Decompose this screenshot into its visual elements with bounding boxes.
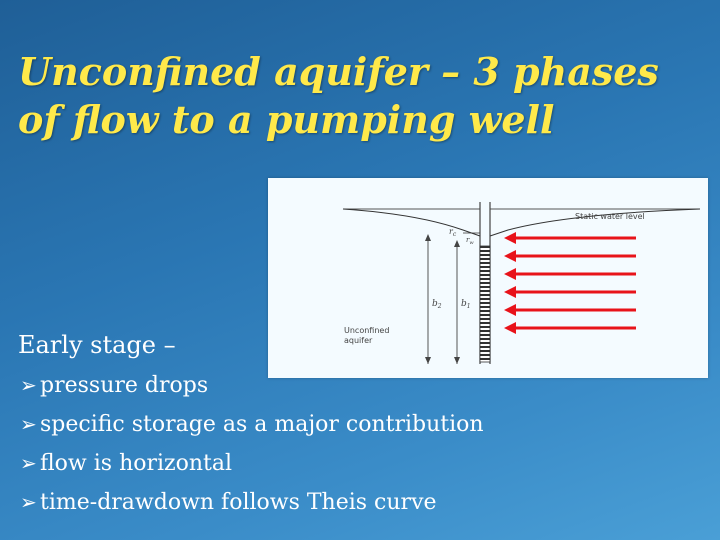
flow-arrow-head <box>504 232 516 244</box>
well-diagram-svg: Static water level rc rw b2 b1 Unconfine… <box>342 202 701 364</box>
flow-arrow <box>504 322 636 334</box>
arrow-right-icon: ➢ <box>20 490 37 514</box>
arrow-right-icon: ➢ <box>20 373 37 397</box>
bullet-text: flow is horizontal <box>40 451 233 476</box>
rc-label: rc <box>449 227 457 238</box>
bullet-text: specific storage as a major contribution <box>40 412 484 437</box>
flow-arrow <box>504 232 636 244</box>
flow-arrow-head <box>504 304 516 316</box>
aquifer-label-line-1: Unconfined <box>344 326 389 335</box>
bullet-list: ➢pressure drops ➢specific storage as a m… <box>18 366 578 522</box>
b1-arrowhead-top <box>454 240 460 247</box>
flow-arrow <box>504 250 636 262</box>
well-diagram: Static water level rc rw b2 b1 Unconfine… <box>268 178 708 378</box>
bullet-item: ➢time-drawdown follows Theis curve <box>20 483 578 522</box>
cone-of-depression-right <box>489 208 701 237</box>
title-line-1: Unconfined aquifer – 3 phases <box>18 49 659 94</box>
bullet-text: pressure drops <box>40 373 209 398</box>
cone-of-depression-left <box>342 208 481 237</box>
title-line-2: of flow to a pumping well <box>18 97 555 142</box>
flow-arrow <box>504 304 636 316</box>
b2-label: b2 <box>432 299 442 310</box>
arrow-right-icon: ➢ <box>20 451 37 475</box>
aquifer-label-line-2: aquifer <box>344 336 373 345</box>
arrow-right-icon: ➢ <box>20 412 37 436</box>
bullet-text: time-drawdown follows Theis curve <box>40 490 437 515</box>
b1-arrowhead-bottom <box>454 357 460 364</box>
b1-label: b1 <box>461 299 471 310</box>
early-stage-heading: Early stage – <box>18 331 176 359</box>
flow-arrow-head <box>504 286 516 298</box>
b2-arrowhead-bottom <box>425 357 431 364</box>
flow-arrow <box>504 268 636 280</box>
bullet-item: ➢specific storage as a major contributio… <box>20 405 578 444</box>
flow-arrows <box>504 232 636 334</box>
flow-arrow-head <box>504 250 516 262</box>
flow-arrow-head <box>504 322 516 334</box>
bullet-item: ➢pressure drops <box>20 366 578 405</box>
well-screen <box>479 245 491 363</box>
bullet-item: ➢flow is horizontal <box>20 444 578 483</box>
flow-arrow-head <box>504 268 516 280</box>
static-water-level-label: Static water level <box>575 212 645 221</box>
flow-arrow <box>504 286 636 298</box>
b2-arrowhead-top <box>425 234 431 241</box>
slide-title: Unconfined aquifer – 3 phases of flow to… <box>18 48 708 144</box>
rw-label: rw <box>466 236 474 246</box>
slide-body: Early stage – ➢pressure drops ➢specific … <box>18 328 578 522</box>
